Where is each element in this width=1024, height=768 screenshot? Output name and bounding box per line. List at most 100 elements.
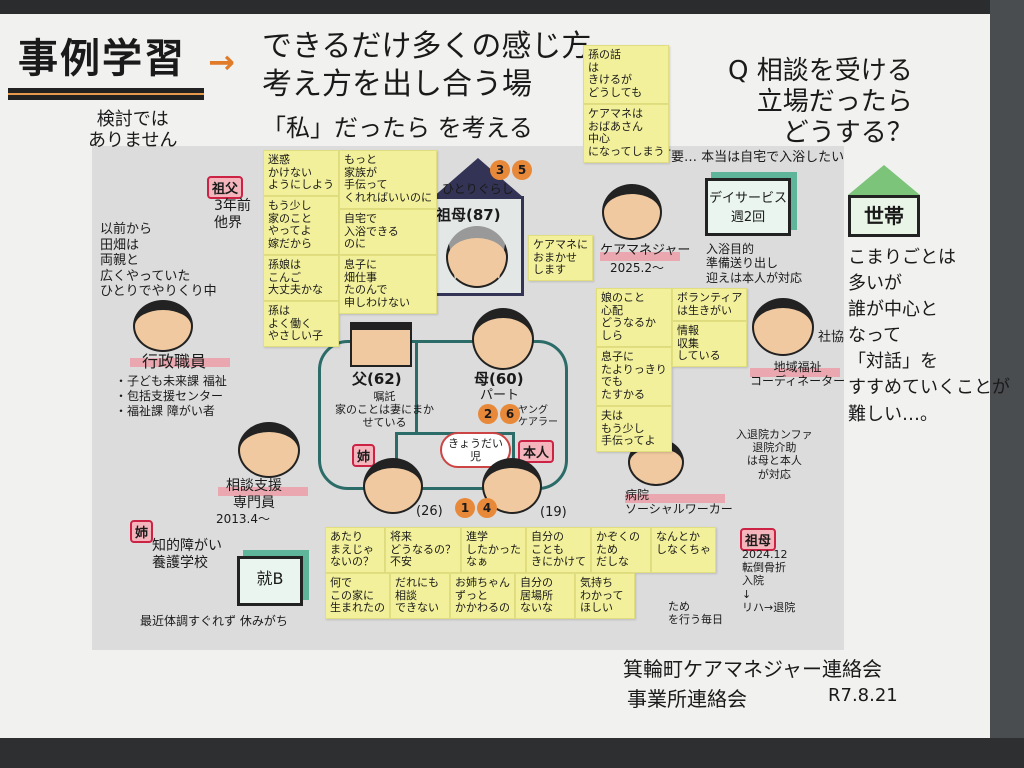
- sister-info-note: 知的障がい 養護学校: [152, 538, 222, 571]
- sticky-note: もう少し 家のこと やってよ 嫁だから: [263, 196, 339, 255]
- day-service-box: デイサービス 週2回: [705, 178, 791, 236]
- sticky-note: お姉ちゃん ずっと かかわるの: [450, 573, 515, 619]
- sister-face: [363, 458, 423, 514]
- sticky-note: ケアマネに おまかせ します: [528, 235, 593, 281]
- sticky-note: ボランティア は生きがい: [672, 288, 747, 322]
- hospital-role: 病院 ソーシャルワーカー: [625, 488, 733, 517]
- sister-tag: 姉: [352, 444, 376, 467]
- mother-face: [472, 308, 534, 370]
- sticky-note: 将来 どうなるの？ 不安: [385, 527, 461, 573]
- sticky-note: あたり まえじゃ ないの？: [325, 527, 385, 573]
- page-title: 事例学習: [18, 36, 186, 82]
- tree-line: [415, 340, 418, 435]
- board-frame: [0, 0, 1024, 14]
- welfare-role: 地域福祉 コーディネーター: [750, 360, 846, 389]
- grandmother-circle-1: 3: [490, 160, 510, 180]
- sticky-note: 進学 したかった なぁ: [461, 527, 526, 573]
- hospital-note: 入退院カンファ 退院介助 は母と本人 が対応: [736, 428, 813, 481]
- sticky-note: 迷惑 かけない ようにしよう: [263, 150, 339, 196]
- self-tag: 本人: [518, 440, 555, 463]
- mother-circle-1: 2: [478, 404, 498, 424]
- day-service-note: 入浴目的 準備送り出し 迎えは本人が対応: [706, 242, 803, 285]
- sticky-note: 自宅で 入浴できる のに: [339, 209, 437, 255]
- care-manager-since: 2025.2〜: [610, 261, 664, 275]
- sister-age: (26): [416, 504, 443, 519]
- care-manager-face: [602, 184, 662, 240]
- consult-staff-role: 相談支援 専門員: [226, 478, 282, 511]
- daily-note: ため を行う毎日: [668, 600, 723, 627]
- mother-label: 母(60): [474, 370, 524, 388]
- arrow-icon: →: [208, 43, 235, 81]
- consult-staff-face: [238, 422, 300, 478]
- sticky-note: 息子に たよりっきり でも たすかる: [596, 347, 672, 406]
- gov-staff-item: ・子ども未来課 福祉: [115, 374, 227, 388]
- grandmother-face: [446, 226, 508, 288]
- lead-line-2: 考え方を出し合う場: [262, 66, 532, 102]
- grandmother-event-tag: 祖母: [740, 528, 777, 551]
- sticky-note: 気持ち わかって ほしい: [575, 573, 635, 619]
- grandfather-tag: 祖父: [207, 176, 244, 199]
- sticky-note: 娘のこと 心配 どうなるか しら: [596, 288, 672, 347]
- father-note: 嘱託 家のことは妻にまか せている: [335, 390, 434, 430]
- gov-staff-item: ・福祉課 障がい者: [115, 404, 215, 418]
- household-note: こまりごとは 多いが 誰が中心と なって 「対話」を すすめていくことが 難しい…: [848, 247, 1010, 425]
- highlight: [218, 487, 308, 496]
- sticky-note: 自分の 居場所 ないな: [515, 573, 575, 619]
- highlight: [130, 358, 230, 367]
- household-roof: [848, 165, 920, 195]
- sticky-note: 夫は もう少し 手伝ってよ: [596, 406, 672, 452]
- lead-line-1: できるだけ多くの感じ方: [262, 29, 592, 64]
- title-underline: [8, 88, 204, 100]
- sticky-note: 孫娘は こんご 大丈夫かな: [263, 255, 339, 301]
- sticky-note: 情報 収集 している: [672, 321, 747, 367]
- consult-staff-since: 2013.4〜: [216, 512, 270, 526]
- sticky-note: もっと 家族が 手伝って くれればいいのに: [339, 150, 437, 209]
- welfare-coordinator-face: [752, 298, 814, 356]
- highlight: [750, 368, 840, 377]
- young-carer-note: ヤング ケアラー: [518, 405, 558, 428]
- subline: 「私」だったら を考える: [262, 114, 533, 142]
- footer-org-1: 箕輪町ケアマネジャー連絡会: [623, 657, 882, 681]
- sticky-note: 自分の ことも きにかけて: [526, 527, 591, 573]
- board-rail: [990, 0, 1024, 768]
- gov-staff-face: [133, 300, 193, 352]
- grandfather-history: 以前から 田畑は 両親と 広くやっていた ひとりでやりくり中: [100, 222, 217, 300]
- household-label: 世帯: [864, 204, 904, 228]
- sticky-note: だれにも 相談 できない: [390, 573, 450, 619]
- sticky-note: かぞくの ため だしな: [591, 527, 651, 573]
- marker-tray: [0, 738, 1024, 768]
- work-b-box: 就B: [237, 556, 303, 606]
- sister-info-tag: 姉: [130, 520, 154, 543]
- sticky-note: 孫の話 は きけるが どうしても: [583, 45, 669, 104]
- grandmother-label: 祖母(87): [436, 206, 501, 224]
- self-circle-2: 4: [477, 498, 497, 518]
- grandmother-house-label: ひとりぐらし: [442, 182, 514, 196]
- self-age: (19): [540, 505, 567, 520]
- grandfather-note: 3年前 他界: [214, 198, 251, 231]
- welfare-org: 社協: [818, 330, 845, 345]
- footer-date: R7.8.21: [828, 685, 898, 706]
- sticky-note: ケアマネは おばあさん 中心 になってしまう: [583, 104, 669, 163]
- sister-recent-note: 最近体調すぐれず 休みがち: [140, 614, 288, 628]
- sticky-note: 何で この家に 生まれたの: [325, 573, 390, 619]
- father-label: 父(62): [352, 370, 402, 388]
- footer-org-2: 事業所連絡会: [627, 687, 747, 711]
- sticky-note: 息子に 畑仕事 たのんで 申しわけない: [339, 255, 437, 314]
- highlight: [600, 252, 680, 261]
- grandmother-circle-2: 5: [512, 160, 532, 180]
- mother-job: パート: [480, 388, 520, 403]
- care-manager-quote: 「要… 本当は自宅で入浴したい: [658, 150, 845, 165]
- self-circle-1: 1: [455, 498, 475, 518]
- tree-line: [318, 340, 568, 490]
- lead-text: できるだけ多くの感じ方考え方を出し合う場: [262, 28, 591, 103]
- sticky-note: なんとか しなくちゃ: [651, 527, 716, 573]
- not-review-note: 検討では ありません: [88, 109, 178, 151]
- question-text: Q 相談を受ける 立場だったら どうする？: [728, 56, 913, 149]
- mother-circle-2: 6: [500, 404, 520, 424]
- father-face: [350, 322, 412, 367]
- highlight: [625, 494, 725, 503]
- household-house-icon: 世帯: [848, 195, 920, 237]
- care-manager-role: ケアマネジャー: [600, 243, 691, 258]
- gov-staff-item: ・包括支援センター: [115, 389, 224, 403]
- sticky-note: 孫は よく働く やさしい子: [263, 301, 339, 347]
